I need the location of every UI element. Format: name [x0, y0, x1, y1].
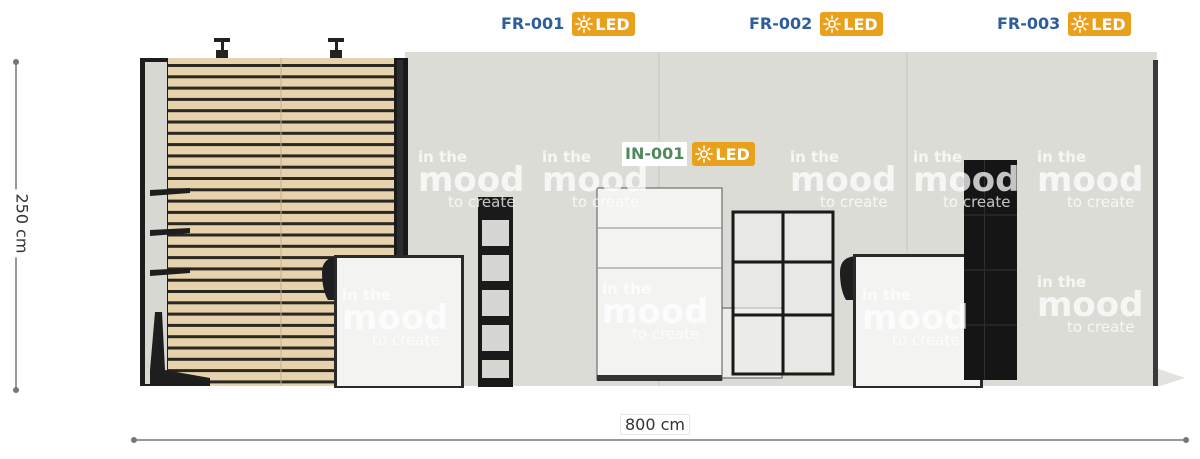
cube-shelf — [721, 210, 835, 379]
width-dimension — [131, 437, 1189, 443]
led-label: LED — [1091, 14, 1126, 34]
tag-code: FR-002 — [746, 12, 816, 36]
sun-icon — [695, 145, 714, 163]
height-label: 250 cm — [12, 189, 32, 258]
tag-in-001: IN-001 LED — [622, 142, 755, 166]
led-badge: LED — [820, 12, 883, 36]
tag-fr-001: FR-001 LED — [498, 12, 635, 36]
sun-icon — [575, 15, 594, 33]
led-label: LED — [595, 14, 630, 34]
sun-icon — [823, 15, 842, 33]
sun-icon — [1071, 15, 1090, 33]
wall-shelves — [150, 188, 210, 386]
counter-left — [322, 255, 464, 388]
tag-code: FR-001 — [498, 12, 568, 36]
width-label: 800 cm — [620, 414, 691, 435]
led-badge: LED — [572, 12, 635, 36]
ladder-rack — [478, 197, 513, 387]
tag-fr-003: FR-003 LED — [994, 12, 1131, 36]
spotlight-right — [328, 38, 344, 58]
tag-code: IN-001 — [622, 142, 688, 166]
spotlight-left — [214, 38, 230, 58]
info-counter — [596, 187, 723, 381]
tag-code: FR-003 — [994, 12, 1064, 36]
led-badge: LED — [1068, 12, 1131, 36]
led-label: LED — [843, 14, 878, 34]
led-label: LED — [715, 144, 750, 164]
tall-shelf — [964, 160, 1017, 380]
counter-right — [840, 254, 983, 388]
tag-fr-002: FR-002 LED — [746, 12, 883, 36]
led-badge: LED — [692, 142, 755, 166]
